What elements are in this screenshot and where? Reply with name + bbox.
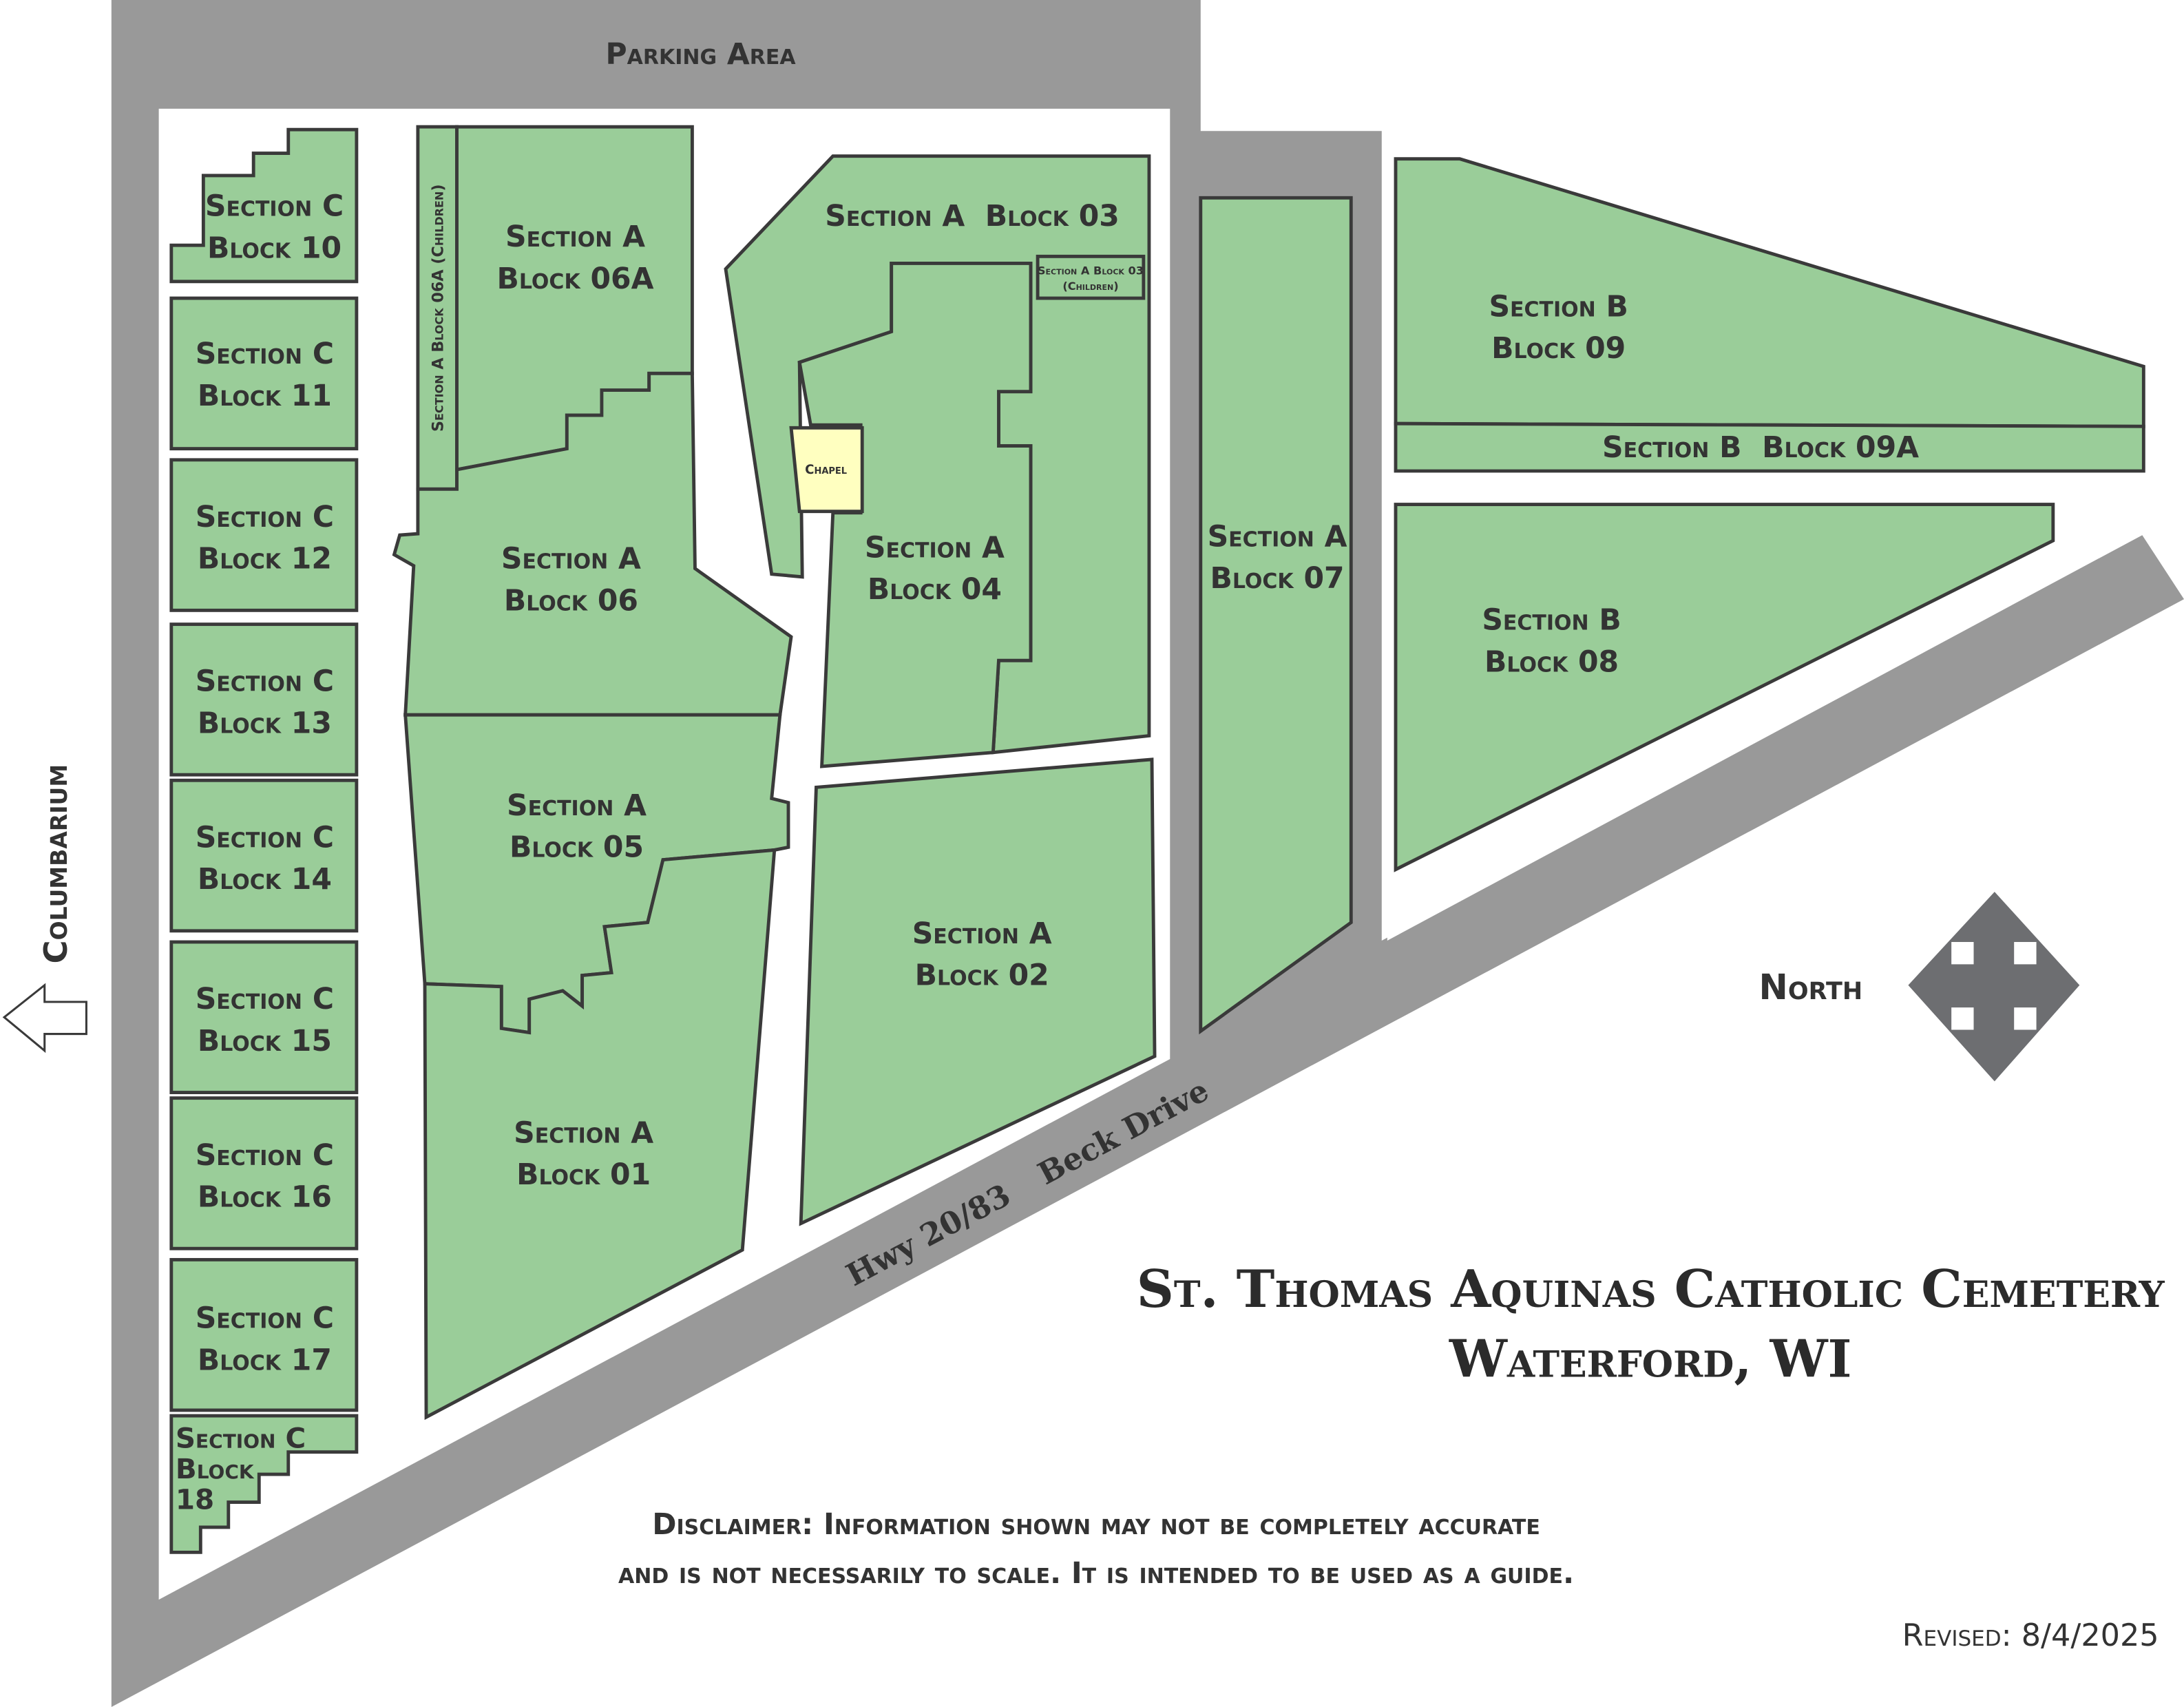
section-b bbox=[1394, 157, 2145, 872]
map-title-line1: St. Thomas Aquinas Catholic Cemetery bbox=[1137, 1259, 2165, 1319]
block-b08-line2: Block 08 bbox=[1484, 645, 1619, 679]
block-a04-line2: Block 04 bbox=[868, 573, 1002, 607]
block-c18-line1: Section C bbox=[176, 1422, 306, 1455]
map-title-line2: Waterford, WI bbox=[1449, 1328, 1852, 1389]
block-a05-line1: Section A bbox=[507, 789, 647, 823]
revised-date: Revised: 8/4/2025 bbox=[1902, 1618, 2159, 1653]
block-c16[interactable] bbox=[169, 1096, 359, 1250]
block-a03-label: Section A Block 03 bbox=[825, 200, 1120, 233]
columbarium-label: Columbarium bbox=[37, 764, 74, 964]
chapel[interactable] bbox=[789, 426, 864, 514]
block-c10[interactable] bbox=[169, 127, 359, 284]
block-c11[interactable] bbox=[169, 296, 359, 451]
block-a07[interactable] bbox=[1199, 196, 1353, 1035]
block-a02[interactable] bbox=[799, 757, 1157, 1226]
block-c15[interactable] bbox=[169, 940, 359, 1094]
block-b09-line2: Block 09 bbox=[1491, 332, 1626, 366]
block-c14-line1: Section C bbox=[196, 821, 334, 855]
block-c13[interactable] bbox=[169, 622, 359, 777]
block-c10-line1: Section C bbox=[205, 190, 344, 224]
block-a04[interactable] bbox=[797, 262, 1033, 768]
block-a05-line2: Block 05 bbox=[510, 831, 644, 865]
block-a07-line1: Section A bbox=[1208, 520, 1347, 554]
block-c13-line2: Block 13 bbox=[198, 706, 332, 740]
block-a06a-line1: Section A bbox=[505, 220, 645, 254]
block-a04-line1: Section A bbox=[865, 531, 1005, 565]
block-a07-line2: Block 07 bbox=[1210, 562, 1345, 596]
block-c10-line2: Block 10 bbox=[207, 231, 342, 265]
block-c18-line2: Block bbox=[176, 1452, 255, 1485]
block-c14[interactable] bbox=[169, 778, 359, 933]
block-a03-children[interactable] bbox=[1036, 254, 1146, 300]
block-c17-line2: Block 17 bbox=[198, 1343, 332, 1377]
block-a02-line2: Block 02 bbox=[915, 959, 1049, 993]
north-label: North bbox=[1759, 967, 1863, 1007]
block-c17[interactable] bbox=[169, 1257, 359, 1412]
block-c17-line1: Section C bbox=[196, 1302, 334, 1336]
block-b09[interactable] bbox=[1394, 157, 2145, 428]
block-a06-line1: Section A bbox=[501, 543, 641, 576]
block-b08[interactable] bbox=[1394, 503, 2055, 872]
block-a01-line2: Block 01 bbox=[516, 1158, 651, 1192]
columbarium-arrow-icon bbox=[2, 983, 87, 1054]
block-a06a-children-label: Section A Block 06A (Children) bbox=[429, 184, 447, 431]
block-a06a-line2: Block 06A bbox=[497, 262, 654, 296]
block-a02-line1: Section A bbox=[912, 917, 1052, 951]
block-c12-line2: Block 12 bbox=[198, 543, 332, 576]
disclaimer-line2: and is not necessarily to scale. It is i… bbox=[618, 1557, 1574, 1591]
section-c-blocks bbox=[169, 127, 359, 1554]
block-c18-line3: 18 bbox=[176, 1483, 214, 1516]
block-b09a[interactable] bbox=[1394, 421, 2145, 473]
chapel-label: Chapel bbox=[805, 463, 847, 477]
block-b08-line1: Section B bbox=[1482, 604, 1621, 638]
section-a-middle bbox=[724, 154, 1353, 1226]
block-c15-line1: Section C bbox=[196, 983, 334, 1016]
block-c11-line2: Block 11 bbox=[198, 379, 332, 413]
section-a-west bbox=[392, 125, 793, 1421]
block-c15-line2: Block 15 bbox=[198, 1025, 332, 1058]
block-a06-line2: Block 06 bbox=[504, 584, 638, 618]
block-b09a-label: Section B Block 09A bbox=[1602, 431, 1919, 465]
block-c16-line1: Section C bbox=[196, 1139, 334, 1173]
block-c14-line2: Block 14 bbox=[198, 863, 332, 897]
block-c11-line1: Section C bbox=[196, 337, 334, 371]
block-b09-line1: Section B bbox=[1489, 290, 1628, 324]
block-a03-children-line2: (Children) bbox=[1062, 280, 1118, 293]
block-a06[interactable] bbox=[392, 371, 793, 717]
north-compass-icon bbox=[1908, 892, 2080, 1082]
block-c12-line1: Section C bbox=[196, 501, 334, 534]
block-a06a-children[interactable] bbox=[416, 125, 459, 491]
block-c16-line2: Block 16 bbox=[198, 1180, 332, 1214]
parking-label: Parking Area bbox=[606, 38, 797, 72]
block-a01-line1: Section A bbox=[514, 1116, 653, 1150]
block-a03-children-line1: Section A Block 03 bbox=[1038, 264, 1144, 277]
block-c18[interactable] bbox=[169, 1414, 359, 1554]
block-c13-line1: Section C bbox=[196, 665, 334, 699]
block-a01[interactable] bbox=[423, 848, 777, 1421]
block-c12[interactable] bbox=[169, 458, 359, 612]
disclaimer-line1: Disclaimer: Information shown may not be… bbox=[652, 1508, 1540, 1542]
